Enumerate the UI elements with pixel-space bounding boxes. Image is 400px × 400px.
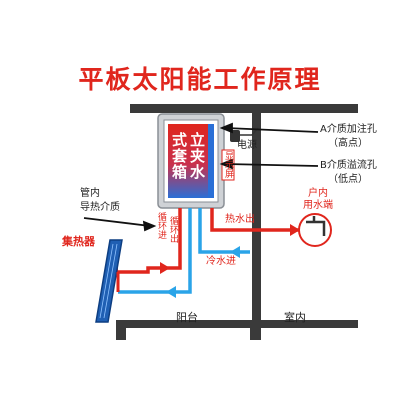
ceiling-wall [130,104,358,113]
balcony-post-right [250,320,261,340]
inlet-a-label: A介质加注孔 [320,124,377,135]
tank-label-line2: 式套箱 [170,132,188,180]
inlet-b-sub-label: （低点） [328,174,368,185]
inlet-b-label: B介质溢流孔 [320,160,377,171]
household-tap [298,213,332,247]
balcony-post-left [116,320,126,340]
circulation-out-label: 循环出 [168,216,178,243]
circulation-in-label: 循环进 [156,212,166,239]
hot-arrow-out [290,224,300,236]
household-label-1: 户内 [308,188,328,199]
cold-arrow-in [230,246,240,258]
display-label: 显示屏 [223,151,233,178]
household-label-2: 用水端 [303,200,333,211]
indoor-label: 室内 [284,311,306,324]
balcony-label: 阳台 [176,311,198,324]
cold-water-in-label: 冷水进 [206,256,236,267]
floor-slab-indoor [258,320,358,328]
floor-slab [126,320,274,328]
power-label: 电源 [237,140,257,151]
hot-water-out-label: 热水出 [225,214,255,225]
pipe-medium-label-2: 导热介质 [80,202,120,213]
page-title: 平板太阳能工作原理 [78,65,322,94]
cold-arrow-collector [166,286,176,298]
water-tank [157,113,225,209]
inlet-a-sub-label: （高点） [328,138,368,149]
solar-collector [95,239,123,323]
tank-label-line1: 立夹水 [188,132,206,180]
pipe-medium-label-1: 管内 [80,188,100,199]
walls [116,104,358,340]
collector-label: 集热器 [62,235,95,248]
partition-wall [252,113,261,330]
hot-pipes [118,208,300,274]
hot-arrow-mid [160,262,170,274]
callout-arrows [83,122,319,232]
